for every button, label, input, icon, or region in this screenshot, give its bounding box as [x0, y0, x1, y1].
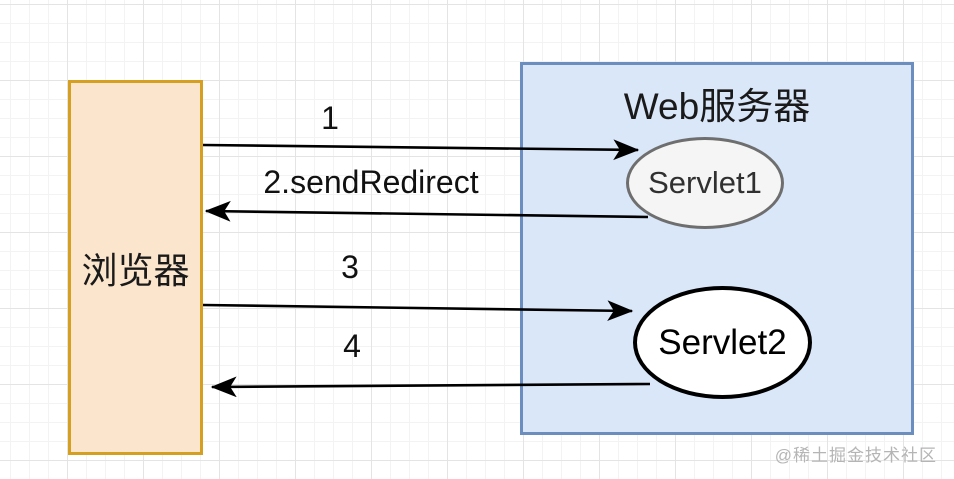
arrow-4-label: 4	[343, 328, 361, 364]
arrow-2-label: 2.sendRedirect	[263, 164, 479, 200]
servlet1-label: Servlet1	[648, 165, 762, 200]
juejin-watermark: @稀土掘金技术社区	[774, 446, 937, 465]
servlet2-label: Servlet2	[658, 322, 787, 362]
browser-label: 浏览器	[81, 249, 190, 291]
servlet1-ellipse: Servlet1	[626, 137, 784, 229]
servlet2-ellipse: Servlet2	[633, 286, 812, 399]
arrow-3-label: 3	[341, 249, 359, 285]
arrow-1-label: 1	[321, 100, 339, 136]
browser-box: 浏览器	[68, 80, 203, 455]
web-server-title: Web服务器	[623, 86, 811, 127]
